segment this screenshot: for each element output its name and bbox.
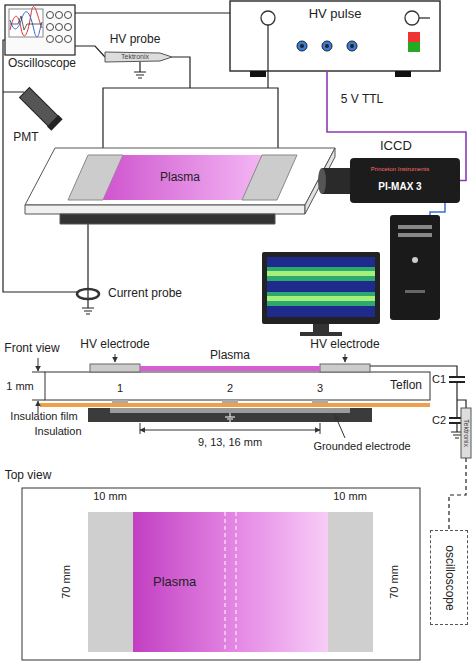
view-title: Top view [5, 469, 52, 483]
dimension-label: 9, 13, 16 mm [198, 436, 262, 449]
iccd-camera [318, 158, 460, 203]
pulse-generator-box: HV pulse [230, 1, 440, 71]
component-label: C1 [432, 373, 446, 386]
dimension-label: 1 mm [6, 380, 34, 393]
top-view-section [22, 488, 420, 660]
part-label: Insulation [34, 425, 81, 438]
plasma-region: Plasma [110, 160, 250, 196]
probe-label: Current probe [108, 287, 182, 301]
teflon-slab: Teflon [45, 372, 430, 400]
dimension-label: 70 mm [60, 565, 73, 599]
hv-probe-symbol [105, 52, 172, 62]
front-view-section [40, 364, 430, 422]
hv-probe-symbol [461, 408, 471, 458]
dimension-label: 10 mm [93, 490, 127, 503]
region-label: HV pulse [309, 7, 362, 22]
plasma-region: Plasma [133, 512, 328, 652]
ground-symbol [134, 72, 146, 78]
dimension-label: 70 mm [388, 565, 401, 599]
discharge-stage [25, 148, 335, 224]
camera-box: ICCD [350, 158, 460, 203]
region-label: Plasma [160, 171, 200, 185]
part-label: HV electrode [310, 338, 379, 352]
model-mark: PI-MAX 3 [378, 181, 421, 193]
position-number: 3 [317, 382, 323, 395]
region-label: Teflon [390, 379, 422, 393]
brand-mark: Tektronix [121, 53, 149, 61]
current-probe-ring [77, 289, 99, 299]
device-label: ICCD [380, 139, 412, 154]
region-label: Plasma [153, 575, 196, 590]
pmt-symbol [19, 87, 63, 131]
oscilloscope-symbol [5, 5, 75, 55]
brand-mark: Tektronix [462, 419, 470, 447]
brand-mark: Princeton Instruments [371, 166, 429, 173]
part-label: Insulation film [10, 410, 77, 423]
device-label: Oscilloscope [8, 57, 76, 71]
dimension-label: 10 mm [333, 490, 367, 503]
hv-pulse-generator [230, 1, 440, 77]
component-label: C2 [432, 414, 446, 427]
camera-cable [430, 203, 445, 215]
signal-label: 5 V TTL [339, 93, 385, 107]
part-label: Plasma [210, 349, 250, 363]
trigger-cable [327, 71, 466, 181]
position-number: 1 [117, 382, 123, 395]
part-label: Grounded electrode [313, 440, 410, 453]
view-title: Front view [4, 342, 59, 356]
position-number: 2 [227, 382, 233, 395]
part-label: HV electrode [80, 338, 149, 352]
probe-label: HV probe [110, 33, 161, 47]
signal-cable [75, 12, 230, 13]
oscilloscope-box: oscilloscope [430, 530, 468, 625]
monitor [262, 252, 380, 336]
detector-label: PMT [13, 131, 38, 145]
ground-symbol [82, 308, 94, 314]
pc-tower [390, 215, 440, 320]
oscilloscope-box: Oscilloscope [5, 5, 75, 55]
device-label: oscilloscope [442, 545, 456, 610]
